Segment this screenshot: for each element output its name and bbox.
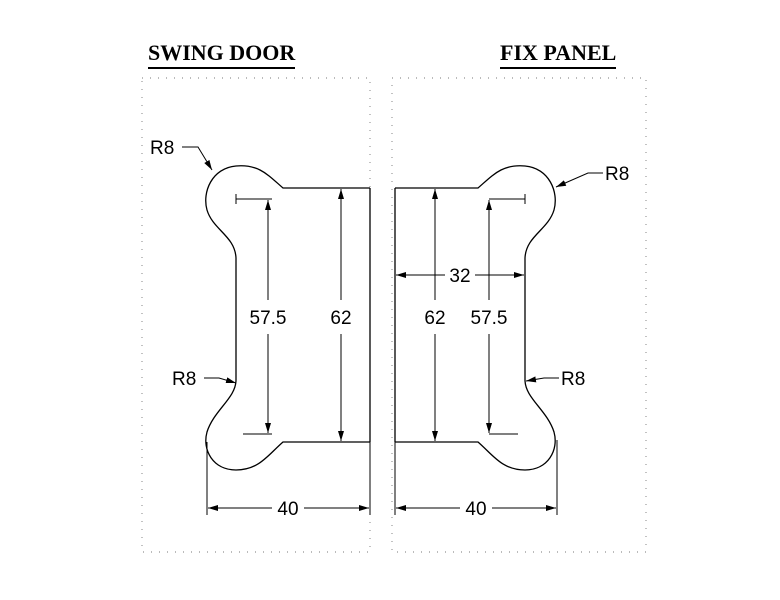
swing-door-radius-side: R8: [172, 369, 237, 390]
fix-panel-dim-outer-height: 62: [424, 189, 446, 441]
fix-panel-dim-inner-height-label: 57.5: [471, 308, 508, 329]
swing-door-centerlines: [235, 194, 272, 435]
fix-panel-profile: [394, 165, 556, 471]
fix-panel-dim-width: 40: [394, 440, 558, 520]
fix-panel-radius-top: R8: [555, 164, 629, 188]
fix-panel-dim-outer-height-label: 62: [424, 308, 445, 329]
fix-panel-dim-width-label: 40: [465, 499, 486, 520]
swing-door-radius-top: R8: [150, 138, 213, 171]
swing-door-radius-top-label: R8: [150, 138, 174, 159]
fix-panel-radius-top-label: R8: [605, 164, 629, 185]
swing-door-dim-inner-height: 57.5: [250, 200, 287, 433]
fix-panel-dim-inner-width-label: 32: [449, 266, 470, 287]
swing-door-dim-width: 40: [206, 442, 371, 520]
fix-panel-radius-side: R8: [525, 369, 585, 390]
fix-panel-radius-side-label: R8: [561, 369, 585, 390]
fix-panel-centerlines: [489, 194, 526, 435]
swing-door-title: SWING DOOR: [148, 40, 296, 69]
swing-door-radius-side-label: R8: [172, 369, 196, 390]
swing-door-dim-inner-height-label: 57.5: [250, 308, 287, 329]
swing-door-profile: [205, 165, 371, 471]
fix-panel-dim-inner-width: 32: [396, 266, 524, 287]
swing-door-dim-width-label: 40: [277, 499, 298, 520]
fix-panel-title: FIX PANEL: [500, 40, 617, 69]
swing-door-dim-outer-height: 62: [330, 189, 352, 441]
swing-door-dim-outer-height-label: 62: [330, 308, 351, 329]
fix-panel-dim-inner-height: 57.5: [471, 200, 508, 433]
